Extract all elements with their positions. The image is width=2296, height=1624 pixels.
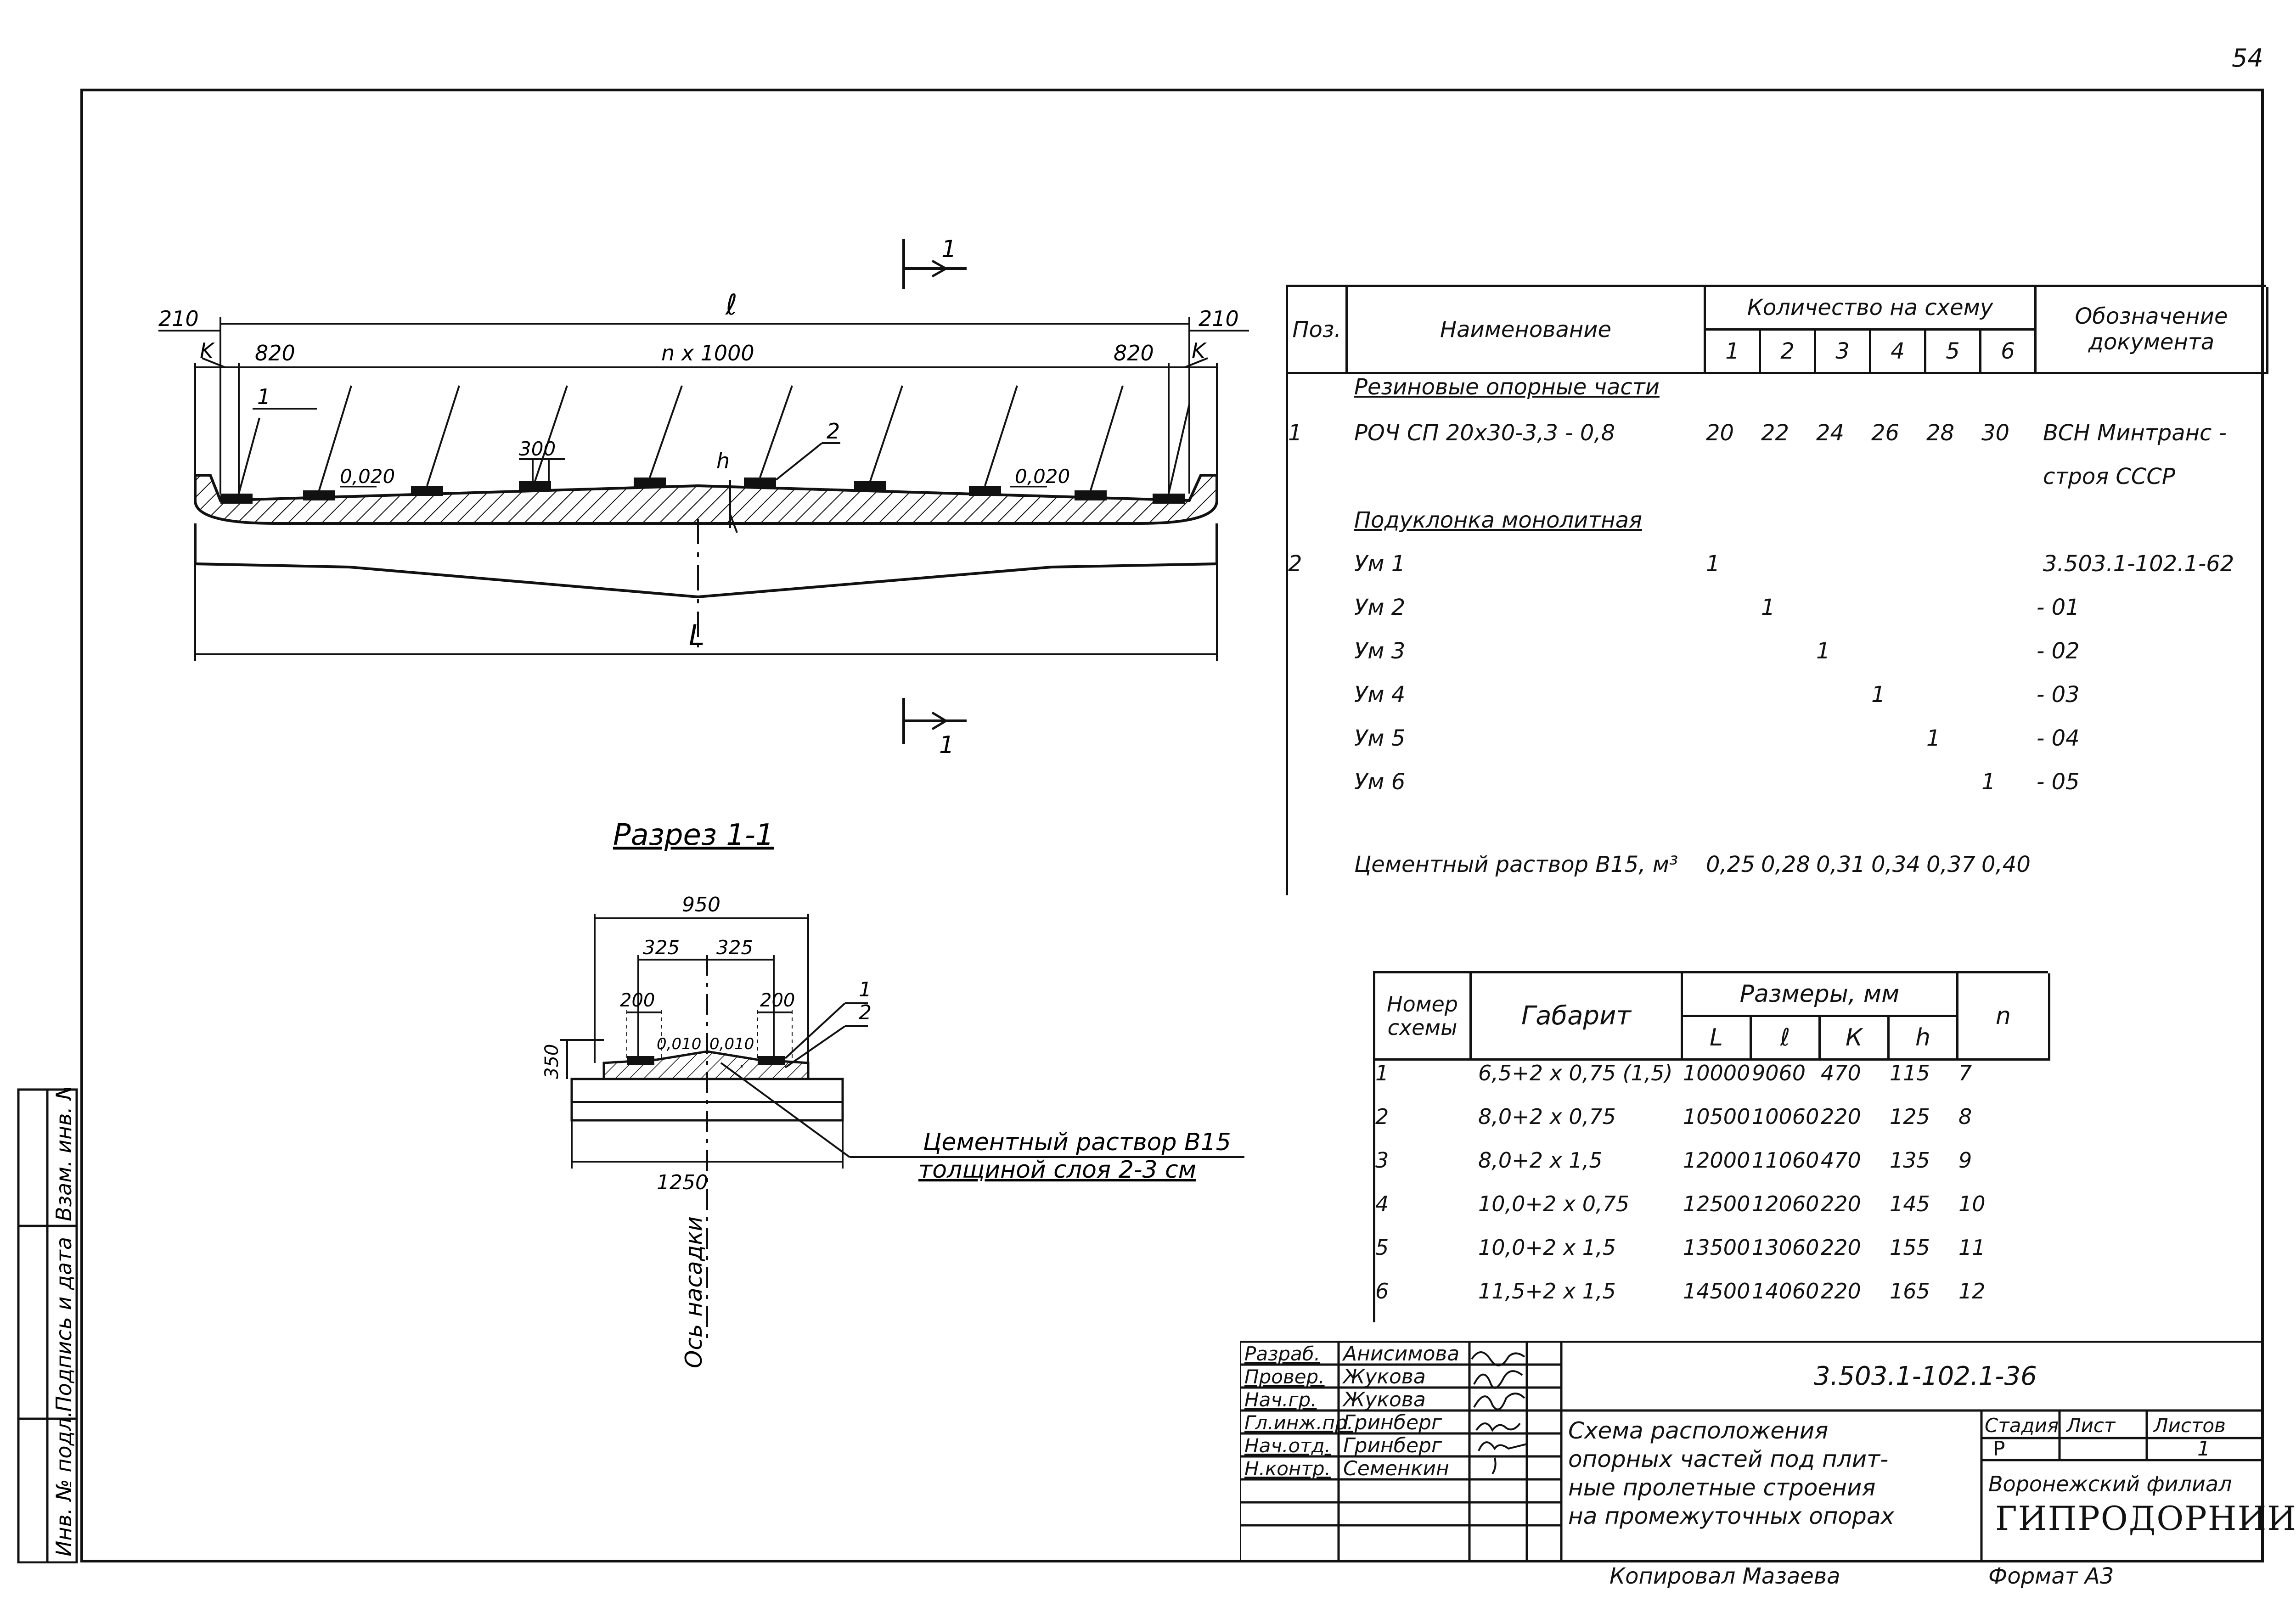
- scheme-col-2: 2: [1761, 331, 1816, 374]
- qty-header-doc-line2: документа: [2088, 329, 2215, 355]
- sheets-value: 1: [2197, 1437, 2210, 1461]
- beam: [194, 523, 1218, 599]
- dims-table: Номер схемы Габарит Размеры, мм n L ℓ К …: [1373, 971, 2050, 1322]
- dim-350: 350: [541, 1044, 563, 1079]
- dim-210-left: 210: [158, 306, 199, 331]
- dims-header-num-line2: схемы: [1387, 1015, 1458, 1040]
- quantities-table: Поз. Наименование Количество на схему Об…: [1286, 285, 2268, 895]
- drawing-title: Схема расположения опорных частей под пл…: [1568, 1416, 1894, 1530]
- slope-right: 0,020: [1015, 465, 1070, 488]
- dim-L: L: [689, 618, 705, 652]
- role-prover: Провер.: [1244, 1366, 1325, 1388]
- scheme-col-1: 1: [1706, 331, 1761, 374]
- side-stamp: Взам. инв. № Подпись и дата Инв. № подл.: [17, 1088, 78, 1563]
- scheme-col-4: 4: [1871, 331, 1926, 374]
- axis-label: Ось насадки: [681, 1216, 707, 1368]
- dims-header-n: n: [1958, 973, 2050, 1061]
- dims-header-num-line1: Номер: [1387, 991, 1458, 1017]
- section-mark-bottom: 1: [939, 731, 954, 759]
- sign-date-label: Подпись и дата: [51, 1237, 76, 1412]
- section-mark-top: 1: [941, 236, 957, 263]
- dim-820-left: 820: [255, 341, 295, 365]
- slope-a: 0,010: [657, 1035, 701, 1053]
- name-razrab: Анисимова: [1343, 1342, 1460, 1366]
- slope-left: 0,020: [340, 465, 395, 488]
- names-column: Анисимова Жукова Жукова Гринберг Гринбер…: [1343, 1343, 1459, 1480]
- dim-325a: 325: [643, 936, 680, 959]
- dims-header-l: ℓ: [1752, 1017, 1821, 1061]
- role-nach-otd: Нач.отд.: [1244, 1434, 1331, 1457]
- mortar-note-line1: Цементный раствор В15: [923, 1129, 1231, 1156]
- name-prover: Жукова: [1343, 1365, 1426, 1388]
- name-nach-otd: Гринберг: [1343, 1434, 1442, 1457]
- dim-1250: 1250: [657, 1171, 708, 1194]
- elevation-drawing: 1 1: [158, 236, 1249, 759]
- dim-span: n x 1000: [661, 341, 754, 365]
- mortar-note-line2: толщиной слоя 2-3 см: [918, 1156, 1196, 1184]
- role-n-kontr: Н.контр.: [1244, 1457, 1331, 1480]
- drawing-title-line3: ные пролетные строения: [1568, 1474, 1876, 1501]
- sheet-format: Формат А3: [1988, 1563, 2114, 1589]
- sheet-label: Лист: [2066, 1414, 2116, 1437]
- name-nach-gr: Жукова: [1343, 1388, 1426, 1411]
- section-leader-2: 2: [859, 1001, 872, 1024]
- dim-820-right: 820: [1114, 341, 1154, 365]
- qty-header-pos: Поз.: [1288, 287, 1348, 374]
- signature-scribbles: [1471, 1351, 1527, 1475]
- k-left: K: [200, 338, 215, 363]
- scheme-col-5: 5: [1926, 331, 1981, 374]
- qty-header-doc: Обозначение документа: [2037, 287, 2268, 374]
- drawing-title-line2: опорных частей под плит-: [1568, 1446, 1889, 1472]
- qty-header-qty: Количество на схему: [1706, 287, 2037, 331]
- title-block: Разраб. Провер. Нач.гр. Гл.инж.пр. Нач.о…: [1240, 1341, 2296, 1561]
- dims-header-h: h: [1890, 1017, 1958, 1061]
- org-line2: ГИПРОДОРНИИ: [1995, 1499, 2296, 1538]
- qty-header-name: Наименование: [1348, 287, 1706, 374]
- title-block-lines: [1240, 1341, 2264, 1561]
- role-nach-gr: Нач.гр.: [1244, 1388, 1317, 1411]
- section-title: Разрез 1-1: [613, 818, 774, 852]
- leader-1: 1: [257, 384, 270, 409]
- section-drawing: Разрез 1-1 950 325 325 20: [541, 818, 1244, 1368]
- dims-header-num: Номер схемы: [1375, 973, 1472, 1061]
- doc-code: 3.503.1-102.1-36: [1814, 1361, 2037, 1391]
- scheme-col-6: 6: [1981, 331, 2037, 374]
- inv-podl-label: Инв. № подл.: [51, 1411, 76, 1557]
- drawing-title-line1: Схема расположения: [1568, 1417, 1829, 1444]
- name-gl-inzh: Гринберг: [1343, 1411, 1442, 1434]
- dim-950: 950: [682, 893, 720, 916]
- page-number: 54: [2232, 44, 2263, 73]
- sheets-label: Листов: [2154, 1414, 2226, 1437]
- dim-l: ℓ: [725, 288, 737, 321]
- stage-label: Стадия: [1985, 1414, 2059, 1437]
- dims-header-sizes: Размеры, мм: [1683, 973, 1958, 1017]
- sublayer-hatched: [194, 474, 1218, 525]
- dims-header-k: К: [1821, 1017, 1890, 1061]
- k-right: K: [1192, 338, 1207, 363]
- role-razrab: Разраб.: [1244, 1343, 1321, 1365]
- section-leader-1: 1: [859, 978, 872, 1001]
- org-line1: Воронежский филиал: [1988, 1472, 2232, 1496]
- leader-2: 2: [827, 419, 840, 444]
- dim-300: 300: [519, 438, 556, 460]
- drawing-frame: [80, 89, 2264, 1562]
- stage-value: Р: [1993, 1437, 2005, 1461]
- copied-by: Копировал Мазаева: [1609, 1563, 1840, 1589]
- dim-h: h: [716, 449, 730, 473]
- vzam-inv-label: Взам. инв. №: [51, 1088, 76, 1221]
- dims-header-gabarit: Габарит: [1472, 973, 1683, 1061]
- slope-b: 0,010: [709, 1035, 754, 1053]
- dim-325b: 325: [716, 936, 753, 959]
- qty-header-doc-line1: Обозначение: [2075, 303, 2228, 330]
- scheme-col-3: 3: [1816, 331, 1871, 374]
- drawing-title-line4: на промежуточных опорах: [1568, 1503, 1895, 1529]
- name-n-kontr: Семенкин: [1343, 1457, 1449, 1480]
- role-gl-inzh: Гл.инж.пр.: [1244, 1411, 1354, 1434]
- dim-210-right: 210: [1199, 306, 1239, 331]
- dim-200a: 200: [620, 990, 655, 1011]
- dim-200b: 200: [760, 990, 795, 1011]
- dims-header-L: L: [1683, 1017, 1752, 1061]
- roles-column: Разраб. Провер. Нач.гр. Гл.инж.пр. Нач.о…: [1244, 1343, 1353, 1480]
